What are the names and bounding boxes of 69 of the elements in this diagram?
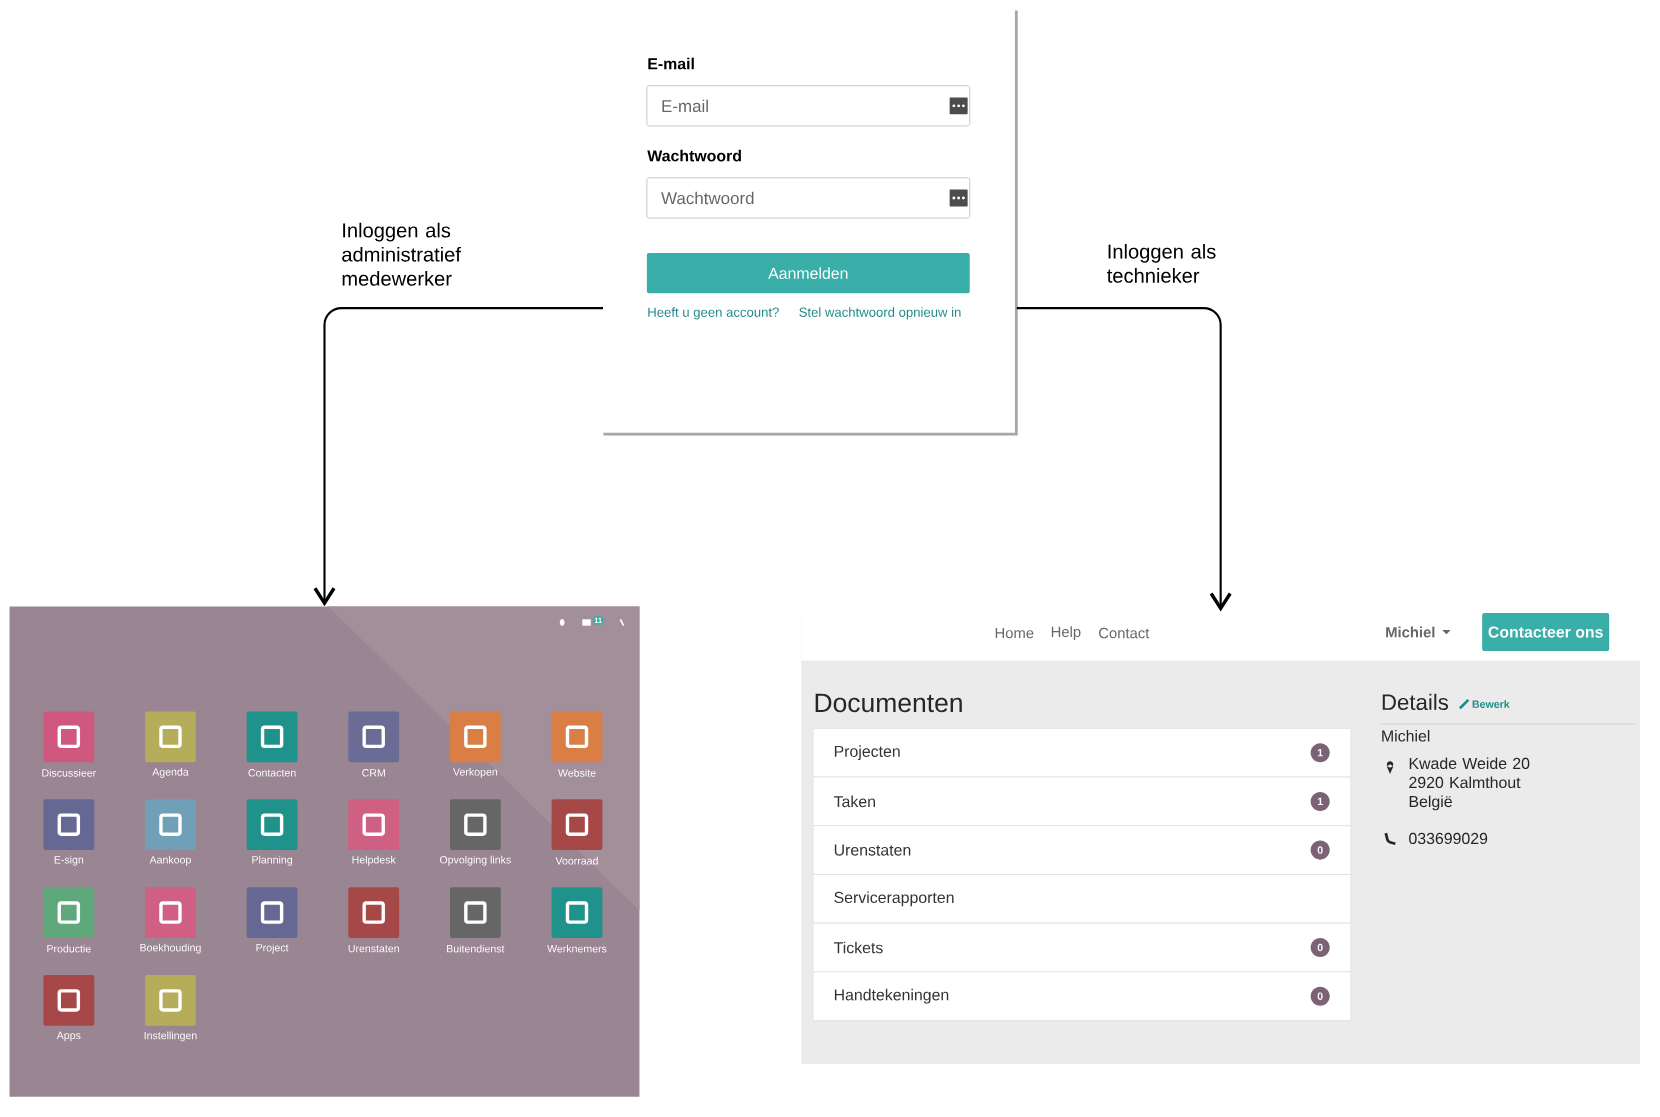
nav-link: Contact xyxy=(1099,627,1150,639)
count-badge: 0 xyxy=(1310,938,1330,958)
app-tile: Aankoop xyxy=(145,799,196,866)
app-tile: Urenstaten xyxy=(348,887,400,953)
node-label: Werknemers xyxy=(547,944,607,953)
arrow xyxy=(313,307,604,607)
app-tile: Discussieer xyxy=(42,711,96,777)
field-label: E-mail xyxy=(648,57,694,70)
user-menu: Michiel xyxy=(1386,626,1451,638)
node-label: Planning xyxy=(252,855,293,866)
address: Kwade Weide 20 2920 Kalmthout België xyxy=(1409,757,1530,811)
app-tile: Werknemers xyxy=(547,887,607,953)
app-tile: Website xyxy=(551,711,603,777)
count-badge: 0 xyxy=(1310,986,1330,1006)
node-label: Opvolging links xyxy=(439,855,511,866)
link: Heeft u geen account? xyxy=(648,307,779,320)
phone-number: 033699029 xyxy=(1409,832,1488,845)
login-panel xyxy=(603,10,1018,436)
field-label: Wachtwoord xyxy=(647,149,741,162)
contact-name: Michiel xyxy=(1382,730,1430,742)
app-tile: Helpdesk xyxy=(348,799,400,866)
node-label: CRM xyxy=(362,769,385,777)
app-tile: Instellingen xyxy=(144,975,197,1042)
app-tile: Verkopen xyxy=(449,711,501,778)
app-tile: CRM xyxy=(348,711,400,777)
app-tile: Boekhouding xyxy=(140,887,201,954)
app-tile: Planning xyxy=(246,799,298,866)
login-button: Aanmelden xyxy=(646,253,970,294)
app-tile: Buitendienst xyxy=(447,887,505,953)
count-badge: 0 xyxy=(1310,840,1330,860)
contact-button: Contacteer ons xyxy=(1482,613,1610,652)
node-label: Contacten xyxy=(248,769,296,777)
node-label: Verkopen xyxy=(453,767,498,778)
node-label: Boekhouding xyxy=(140,943,201,954)
app-tile: Agenda xyxy=(145,711,196,778)
edge-label: Inloggen als technieker xyxy=(1107,243,1216,283)
app-tile: Project xyxy=(246,887,298,954)
count-badge: 1 xyxy=(1310,791,1330,811)
app-tile: Productie xyxy=(43,887,95,953)
arrow xyxy=(1016,307,1232,612)
node-label: Aankoop xyxy=(149,855,191,866)
input-field: Wachtwoord xyxy=(646,177,971,219)
app-tile: Opvolging links xyxy=(439,799,511,866)
node-label: Discussieer xyxy=(42,769,96,777)
node-label: Project xyxy=(256,943,289,954)
node-label: Voorraad xyxy=(555,856,598,865)
node-label: Productie xyxy=(47,944,91,953)
count-badge: 1 xyxy=(1310,743,1330,763)
node-label: Agenda xyxy=(152,767,189,778)
edit-link: Bewerk xyxy=(1472,700,1510,708)
section-heading: Documenten xyxy=(815,693,962,713)
nav-link: Help xyxy=(1051,626,1081,641)
link: Stel wachtwoord opnieuw in xyxy=(799,307,961,320)
node-label: Apps xyxy=(56,1031,81,1042)
section-heading: Details xyxy=(1382,693,1449,711)
app-tile: Contacten xyxy=(246,711,298,777)
node-label: Website xyxy=(557,769,596,777)
node-label: Helpdesk xyxy=(352,855,396,866)
node-label: Urenstaten xyxy=(348,944,399,953)
document-row: Servicerapporten xyxy=(812,874,1352,924)
node-label: Instellingen xyxy=(144,1031,197,1042)
edge-label: Inloggen als administratief medewerker xyxy=(342,222,461,286)
node-label: E-sign xyxy=(54,855,84,866)
app-tile: E-sign xyxy=(43,799,95,866)
app-tile: Voorraad xyxy=(551,799,603,865)
input-field: E-mail xyxy=(646,85,971,127)
app-tile: Apps xyxy=(43,975,95,1042)
node-label: Buitendienst xyxy=(447,944,505,953)
nav-link: Home xyxy=(995,627,1034,639)
